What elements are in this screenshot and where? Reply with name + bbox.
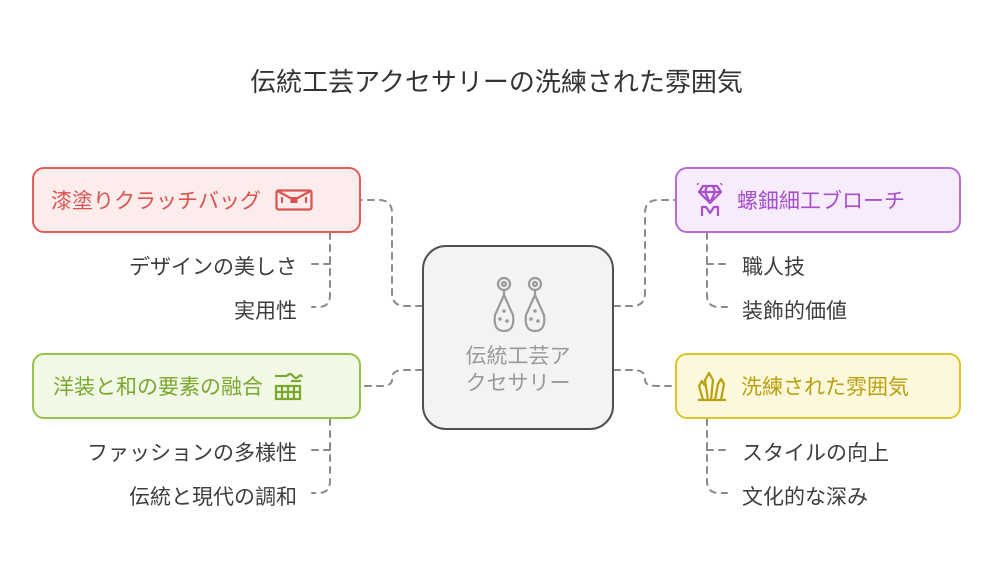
- sub-item-fashion-diversity: ファッションの多様性: [87, 441, 297, 465]
- crystals-icon: [697, 370, 727, 402]
- sub-item-craftsmanship: 職人技: [742, 255, 805, 279]
- clutch-bag-icon: [275, 189, 313, 211]
- connector-br-subs: [706, 418, 728, 494]
- sub-item-tradition-modern-harmony: 伝統と現代の調和: [129, 485, 297, 509]
- node-mother-of-pearl-brooch: 螺鈿細工ブローチ: [675, 167, 961, 233]
- node-label: 漆塗りクラッチバッグ: [51, 189, 261, 213]
- connector-center-bottom-left: [360, 369, 423, 387]
- connector-tl-subs: [311, 232, 331, 308]
- sub-item-cultural-depth: 文化的な深み: [742, 485, 868, 509]
- node-refined-atmosphere: 洗練された雰囲気: [675, 353, 961, 419]
- sub-item-style-improvement: スタイルの向上: [742, 441, 889, 465]
- sub-item-practicality: 実用性: [234, 299, 297, 323]
- connector-bl-subs: [311, 418, 331, 494]
- garment-icon: [273, 371, 303, 401]
- center-label: 伝統工芸ア クセサリー: [424, 343, 612, 397]
- diagram-title: 伝統工芸アクセサリーの洗練された雰囲気: [250, 68, 743, 98]
- center-label-line-2: クセサリー: [465, 371, 571, 395]
- node-label: 螺鈿細工ブローチ: [737, 189, 905, 213]
- connector-center-bottom-right: [613, 369, 676, 387]
- connector-center-top-left: [360, 199, 423, 307]
- earrings-icon: [493, 276, 546, 333]
- sub-item-design-beauty: デザインの美しさ: [129, 255, 297, 279]
- center-label-line-1: 伝統工芸ア: [465, 344, 571, 368]
- node-lacquer-clutch-bag: 漆塗りクラッチバッグ: [32, 167, 361, 233]
- sub-item-decorative-value: 装飾的価値: [742, 299, 847, 323]
- center-node: 伝統工芸ア クセサリー: [422, 245, 614, 430]
- node-label: 洋装と和の要素の融合: [53, 375, 263, 399]
- connector-center-top-right: [613, 199, 676, 307]
- node-western-japanese-fusion: 洋装と和の要素の融合: [32, 353, 361, 419]
- gem-brooch-icon: [697, 183, 723, 217]
- connector-tr-subs: [706, 232, 728, 308]
- node-label: 洗練された雰囲気: [741, 375, 909, 399]
